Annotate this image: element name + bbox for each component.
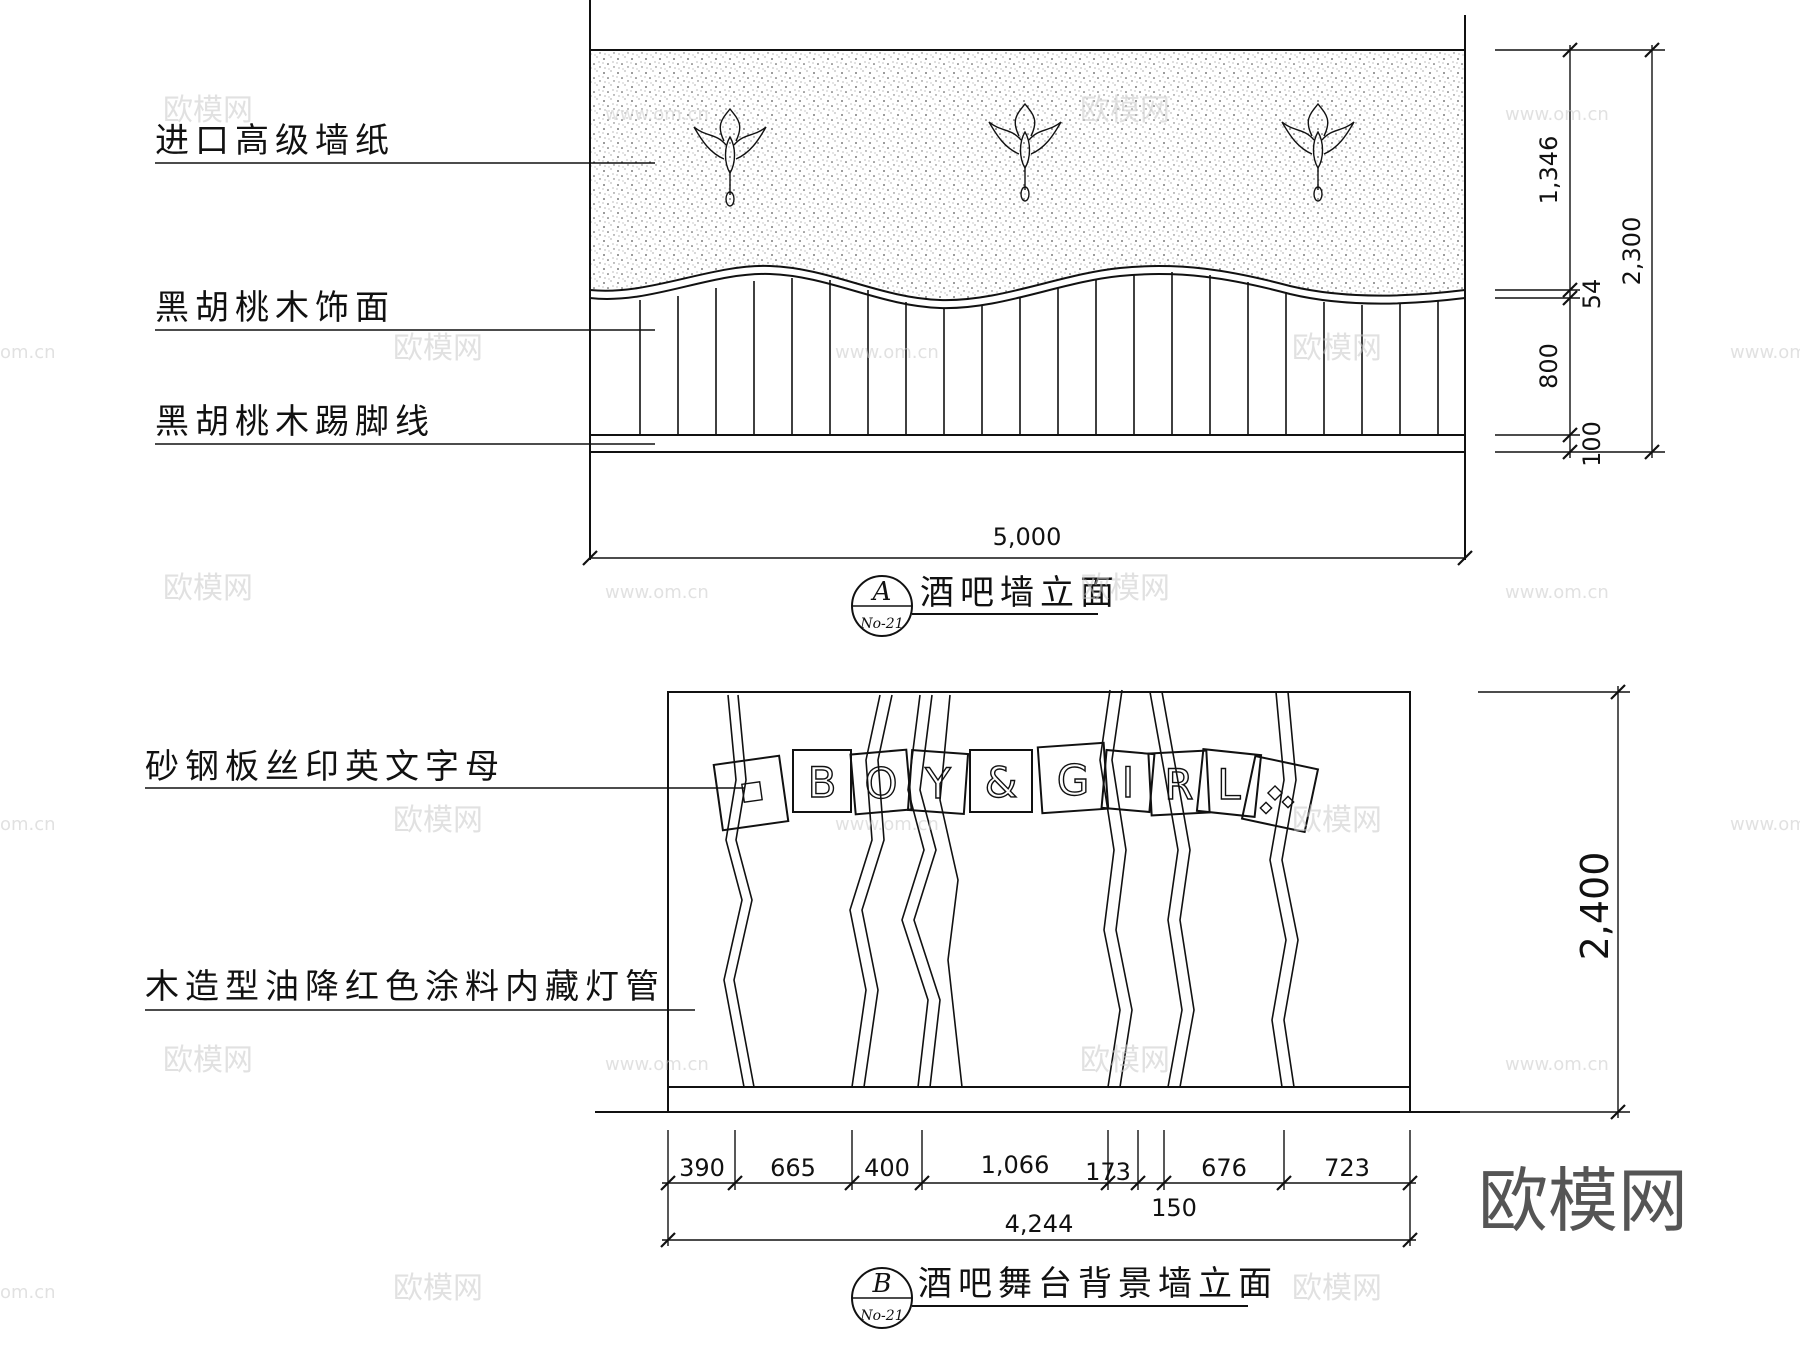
elevation-b: B O Y & G I R bbox=[145, 684, 1630, 1329]
sign-tile-b: B bbox=[792, 749, 852, 813]
sign-tile-o: O bbox=[849, 748, 913, 816]
watermark-brand: 欧模网 bbox=[1292, 1271, 1382, 1306]
title-tag-a: A No-21 酒吧墙立面 bbox=[851, 573, 1120, 637]
dim-seg-2: 665 bbox=[770, 1154, 816, 1182]
svg-text:&: & bbox=[985, 758, 1018, 807]
watermark-url: www.om.cn bbox=[605, 582, 709, 603]
watermark-brand: 欧模网 bbox=[1080, 1043, 1170, 1078]
svg-text:O: O bbox=[864, 759, 897, 808]
watermark-url: www.om.cn bbox=[1505, 582, 1609, 603]
watermark-brand: 欧模网 bbox=[393, 1271, 483, 1306]
watermark-brand: 欧模网 bbox=[1292, 803, 1382, 838]
watermark-url: www.om.cn bbox=[605, 104, 709, 125]
watermark-brand: 欧模网 bbox=[163, 571, 253, 606]
dims-bottom-b: 390 665 400 1,066 173 676 723 150 4,244 bbox=[660, 1130, 1418, 1248]
dim-width-a: 5,000 bbox=[993, 523, 1062, 551]
svg-text:G: G bbox=[1057, 756, 1090, 805]
watermark-brand: 欧模网 bbox=[163, 93, 253, 128]
dim-seg-5: 173 bbox=[1085, 1158, 1131, 1186]
watermark-url: www.om.cn bbox=[1505, 1054, 1609, 1075]
sign-tile-l: L bbox=[1195, 748, 1263, 818]
watermark-url: www.om.cn bbox=[835, 342, 939, 363]
sign-tile-r: R bbox=[1147, 749, 1211, 817]
red-painted-wood-strips bbox=[723, 689, 1299, 1088]
watermark-brand: 欧模网 bbox=[1292, 331, 1382, 366]
watermarks: 欧模网 www.om.cn 欧模网 www.om.cn om.cn 欧模网 ww… bbox=[0, 93, 1800, 1306]
svg-text:L: L bbox=[1217, 760, 1241, 809]
label-red-paint-strips: 木造型油降红色涂料内藏灯管 bbox=[145, 967, 665, 1007]
sign-tile-dots-right bbox=[1240, 754, 1320, 834]
elevation-a: 进口高级墙纸 黑胡桃木饰面 黑胡桃木踢脚线 1,346 54 800 bbox=[155, 0, 1665, 637]
label-walnut-baseboard: 黑胡桃木踢脚线 bbox=[155, 402, 435, 442]
svg-text:B: B bbox=[808, 758, 837, 807]
watermark-url: om.cn bbox=[0, 814, 56, 835]
dims-right-a: 1,346 54 800 100 2,300 bbox=[1495, 42, 1665, 467]
wood-panel-top-edge bbox=[589, 272, 1466, 310]
dim-total-height-a: 2,300 bbox=[1618, 217, 1646, 286]
dim-seg-6: 676 bbox=[1201, 1154, 1247, 1182]
watermark-brand: 欧模网 bbox=[1080, 571, 1170, 606]
watermark-url: www.om.cn bbox=[835, 814, 939, 835]
watermark-brand: 欧模网 bbox=[1080, 93, 1170, 128]
dim-veneer-height: 800 bbox=[1535, 343, 1563, 389]
sign-tile-g: G bbox=[1036, 741, 1110, 815]
dim-wallpaper-height: 1,346 bbox=[1535, 136, 1563, 205]
dim-seg-1: 390 bbox=[679, 1154, 725, 1182]
watermark-url: www.om.cn bbox=[1730, 342, 1800, 363]
watermark-brand: 欧模网 bbox=[163, 1043, 253, 1078]
title-a: 酒吧墙立面 bbox=[920, 573, 1120, 613]
tag-sheet-a: No-21 bbox=[859, 616, 903, 632]
dim-extra-b: 150 bbox=[1151, 1194, 1197, 1222]
label-silkscreen-letters: 砂钢板丝印英文字母 bbox=[145, 747, 505, 787]
walnut-slats bbox=[639, 272, 1439, 435]
dim-seg-7: 723 bbox=[1324, 1154, 1370, 1182]
wallpaper-panel bbox=[589, 49, 1466, 302]
watermark-brand: 欧模网 bbox=[393, 331, 483, 366]
tag-letter-a: A bbox=[871, 577, 892, 607]
dim-width-b: 4,244 bbox=[1005, 1210, 1074, 1238]
sign-tile-ampersand: & bbox=[969, 749, 1033, 813]
tag-letter-b: B bbox=[871, 1269, 891, 1299]
tag-sheet-b: No-21 bbox=[859, 1308, 903, 1324]
label-walnut-veneer: 黑胡桃木饰面 bbox=[155, 288, 395, 328]
watermark-brand: 欧模网 bbox=[393, 803, 483, 838]
sign-tile-square-left bbox=[712, 754, 790, 832]
boy-girl-sign: B O Y & G I R bbox=[712, 741, 1320, 834]
watermark-url: om.cn bbox=[0, 342, 56, 363]
sign-tile-i: I bbox=[1100, 748, 1156, 814]
dim-width-a-group: 5,000 bbox=[582, 523, 1473, 566]
watermark-url: www.om.cn bbox=[1730, 814, 1800, 835]
watermark-url: om.cn bbox=[0, 1282, 56, 1303]
dim-height-b: 2,400 bbox=[1573, 852, 1617, 961]
dim-height-b-group: 2,400 bbox=[1460, 684, 1630, 1120]
dim-transition-height: 54 bbox=[1578, 279, 1606, 310]
svg-text:I: I bbox=[1122, 758, 1134, 807]
svg-text:R: R bbox=[1164, 760, 1193, 809]
label-wallpaper: 进口高级墙纸 bbox=[155, 121, 395, 161]
svg-text:Y: Y bbox=[924, 759, 951, 808]
watermark-url: www.om.cn bbox=[1505, 104, 1609, 125]
dim-seg-3: 400 bbox=[864, 1154, 910, 1182]
sign-tile-y: Y bbox=[906, 749, 970, 815]
dim-baseboard-height: 100 bbox=[1578, 421, 1606, 467]
title-tag-b: B No-21 酒吧舞台背景墙立面 bbox=[851, 1264, 1278, 1329]
title-b: 酒吧舞台背景墙立面 bbox=[918, 1264, 1278, 1304]
dim-seg-4: 1,066 bbox=[981, 1151, 1050, 1179]
watermark-logo: 欧模网 bbox=[1478, 1160, 1688, 1242]
watermark-url: www.om.cn bbox=[605, 1054, 709, 1075]
